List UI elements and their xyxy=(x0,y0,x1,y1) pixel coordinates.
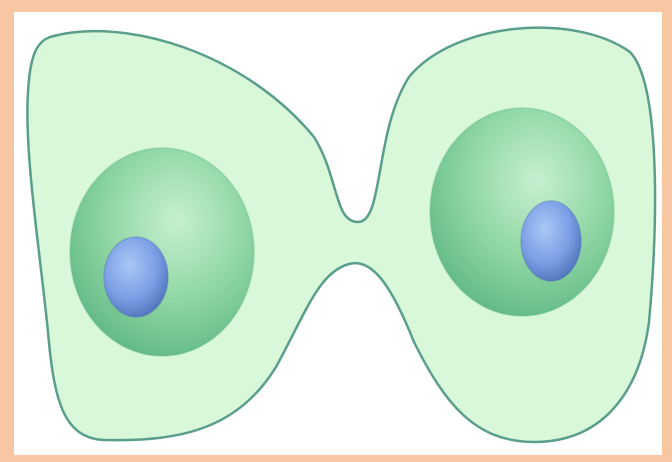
right-daughter-cell xyxy=(430,108,614,316)
nucleolus xyxy=(104,237,168,317)
nucleus xyxy=(70,148,254,356)
diagram-canvas xyxy=(14,12,662,455)
nucleolus xyxy=(521,201,581,281)
left-daughter-cell xyxy=(70,148,254,356)
cell-division-illustration xyxy=(14,12,662,455)
nucleus xyxy=(430,108,614,316)
